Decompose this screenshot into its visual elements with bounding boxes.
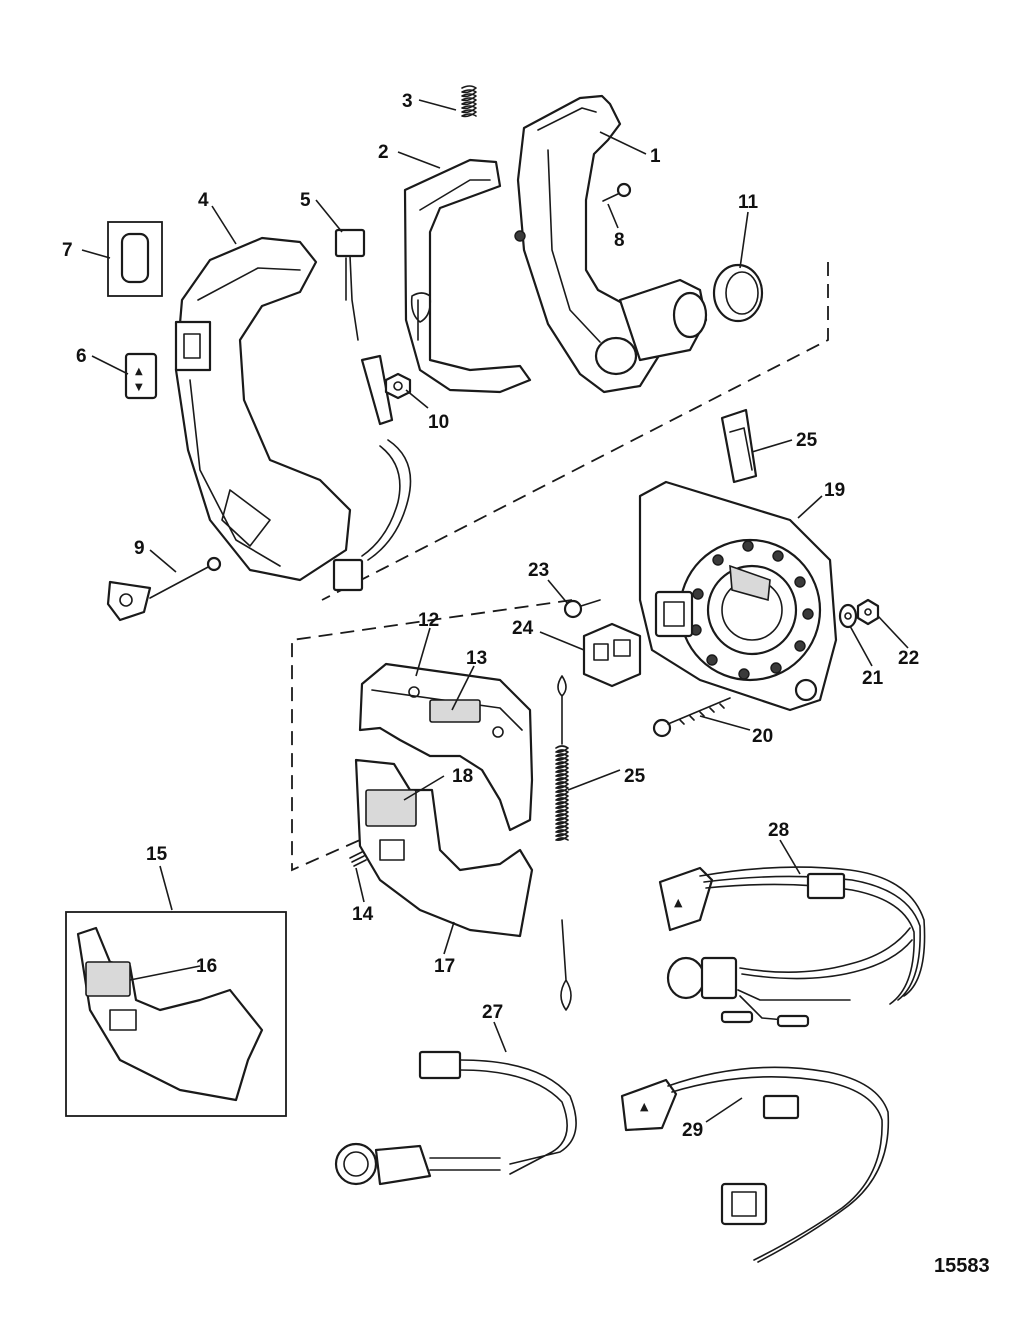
callout-4: 4 [198,190,209,211]
callout-16: 16 [196,956,217,977]
part-21-washer [838,603,858,629]
figure-number: 15583 [934,1255,990,1277]
callout-28: 28 [768,820,789,841]
part-5-switch-harness [332,228,412,592]
leader-lines [81,99,909,1123]
callout-22: 22 [898,648,919,669]
callout-24: 24 [512,618,534,639]
part-25-lanyard [555,675,572,1011]
callout-labels: 1 2 3 4 5 6 7 8 9 10 11 12 13 14 15 16 1… [62,91,919,1141]
callout-25-upper: 25 [796,430,818,451]
part-23-screw [563,599,601,619]
callout-29: 29 [682,1120,703,1141]
svg-text:▲: ▲ [640,1100,649,1113]
callout-10: 10 [428,412,449,433]
part-9-pin [106,556,222,622]
callout-6: 6 [76,346,87,367]
callout-7: 7 [62,240,73,261]
part-24-connector [582,622,642,688]
part-29-harness: ▲ [620,1066,890,1263]
part-27-adapter-cable [334,1050,577,1186]
callout-13: 13 [466,648,487,669]
callout-14: 14 [352,904,374,925]
svg-text:▼: ▼ [135,382,143,393]
callout-21: 21 [862,668,884,689]
callout-20: 20 [752,726,773,747]
assembly-boundary-upper [321,262,829,601]
part-28-harness: ▲ [658,866,926,1028]
part-25-clip [720,408,758,484]
callout-1: 1 [650,146,661,167]
part-1-control-handle [514,94,708,394]
assembly-boundary-lower [291,599,573,872]
part-17-bottom-cover [354,758,534,938]
callout-18: 18 [452,766,473,787]
callout-11: 11 [738,192,759,213]
part-4-handle-cover [174,236,352,582]
part-19-base-plate [638,480,838,712]
part-20-screw [652,697,731,738]
part-8-screw [602,182,632,202]
callout-23: 23 [528,560,549,581]
callout-5: 5 [300,190,311,211]
callout-12: 12 [418,610,439,631]
callout-9: 9 [134,538,145,559]
callout-19: 19 [824,480,845,501]
svg-text:▲: ▲ [674,896,683,909]
part-7-cap [107,221,163,297]
callout-17: 17 [434,956,455,977]
callout-8: 8 [614,230,625,251]
callout-15: 15 [146,844,168,865]
part-10-nut [384,372,412,400]
part-15-alt-cover-box [65,911,287,1117]
callout-3: 3 [402,91,413,112]
part-14-screw [349,851,367,867]
part-3-spring [461,85,477,118]
svg-text:▲: ▲ [135,366,143,377]
part-2-lever-frame [403,158,532,394]
callout-2: 2 [378,142,389,163]
part-6-plate: ▲ ▼ [124,352,158,400]
part-22-nut [856,598,880,626]
part-11-ring [712,263,764,323]
callout-25-lower: 25 [624,766,646,787]
callout-27: 27 [482,1002,503,1023]
part-12-top-cover [358,662,534,832]
